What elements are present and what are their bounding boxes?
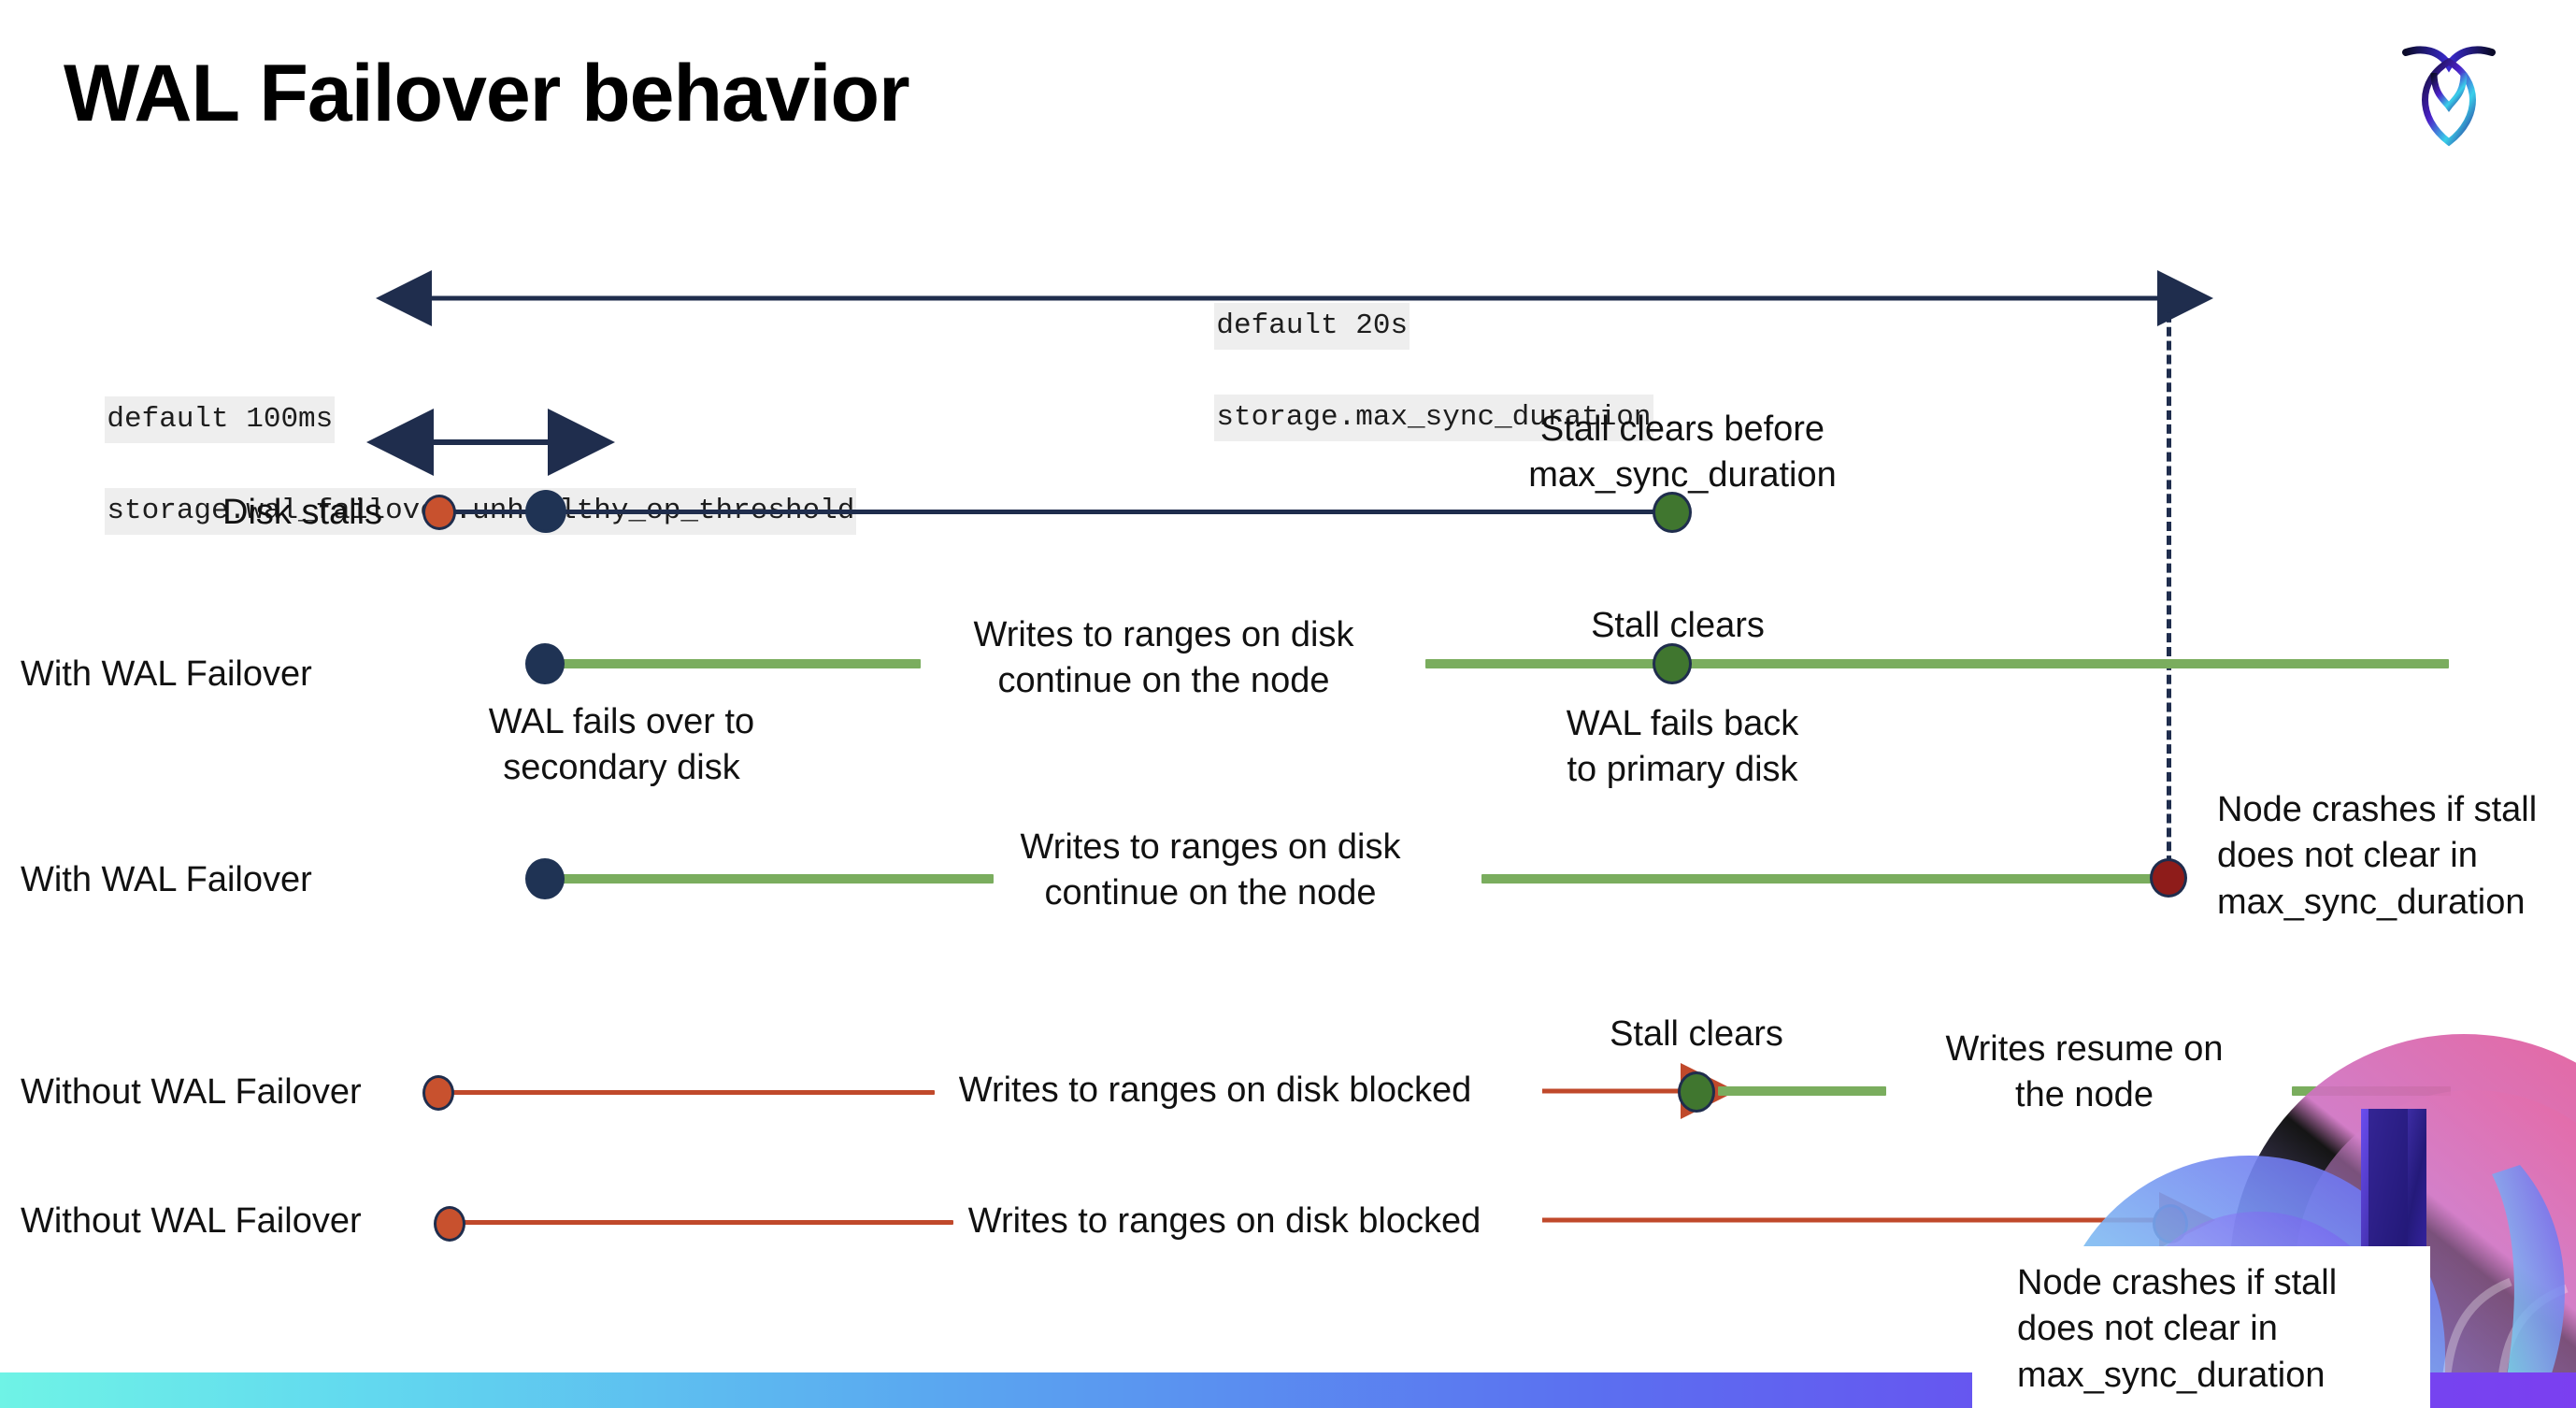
with-failover-2-node-crash-dot [2150, 858, 2187, 898]
unhealthy-op-threshold-span-arrow [366, 409, 615, 476]
with-failover-1-stall-clear-dot [1653, 643, 1692, 684]
note-wal-fails-back: WAL fails back to primary disk [1566, 704, 1799, 790]
with-failover-1-segment-a [547, 659, 921, 668]
without-failover-1-resume-segment-a [1718, 1086, 1886, 1096]
row-label-without-wal-failover-1: Without WAL Failover [21, 1072, 362, 1112]
with-failover-2-segment-b [1481, 874, 2173, 884]
with-failover-1-segment-b [1425, 659, 2449, 668]
disk-stall-start-dot [422, 495, 456, 530]
max-sync-setting-label: storage.max_sync_duration [1214, 395, 1653, 442]
without-failover-2-blocked-line-a [449, 1220, 953, 1225]
note-writes-resume: Writes resume on the node [1945, 1029, 2224, 1115]
without-failover-1-resume-segment-b [2292, 1086, 2451, 1096]
note-stall-clears-before-max-sync: Stall clears before max_sync_duration [1528, 409, 1837, 496]
without-failover-2-blocked-arrow [1542, 1192, 2215, 1248]
max-sync-duration-annotation: default 20s storage.max_sync_duration [1145, 258, 1653, 486]
max-sync-default-label: default 20s [1214, 303, 1410, 351]
note-wal-fails-over: WAL fails over to secondary disk [488, 702, 755, 788]
note-node-crashes-1: Node crashes if stall does not clear in … [2217, 790, 2538, 922]
with-failover-1-start-dot [525, 643, 565, 684]
unhealthy-op-threshold-annotation: default 100ms storage.wal_failover.unhea… [36, 352, 857, 580]
note-stall-clears-2: Stall clears [1610, 1014, 1783, 1054]
without-failover-1-stall-clear-dot [1678, 1071, 1715, 1113]
with-failover-2-start-dot [525, 858, 565, 899]
without-failover-1-blocked-line-a [437, 1090, 935, 1095]
row-label-without-wal-failover-2: Without WAL Failover [21, 1201, 362, 1241]
max-sync-duration-span-arrow [376, 270, 2213, 326]
without-failover-2-node-crash-dot [2153, 1204, 2188, 1243]
disk-stall-clear-dot [1653, 492, 1692, 533]
page-title: WAL Failover behavior [64, 49, 910, 138]
row-label-disk-stalls: Disk stalls [222, 493, 383, 532]
bottom-bar-note-cutout [1972, 1372, 2430, 1408]
without-failover-2-stall-start-dot [434, 1206, 465, 1242]
without-failover-1-blocked-arrow [1542, 1063, 1737, 1119]
row-label-with-wal-failover-2: With WAL Failover [21, 860, 312, 899]
note-writes-continue-2: Writes to ranges on disk continue on the… [1020, 827, 1401, 913]
unhealthy-default-label: default 100ms [105, 396, 336, 444]
row-label-with-wal-failover-1: With WAL Failover [21, 654, 312, 694]
disk-stalls-timeline [439, 510, 1673, 514]
note-writes-blocked-2: Writes to ranges on disk blocked [967, 1201, 1481, 1241]
max-sync-duration-dropline [2167, 299, 2171, 879]
without-failover-1-stall-start-dot [422, 1075, 454, 1111]
note-writes-blocked-1: Writes to ranges on disk blocked [958, 1070, 1472, 1110]
note-stall-clears-1: Stall clears [1591, 606, 1765, 645]
with-failover-2-segment-a [547, 874, 994, 884]
note-node-crashes-2: Node crashes if stall does not clear in … [2017, 1263, 2338, 1395]
cockroachdb-logo [2393, 28, 2505, 150]
wal-failover-trigger-dot [525, 490, 566, 533]
note-backdrop-panel [1972, 1246, 2430, 1396]
note-writes-continue-1: Writes to ranges on disk continue on the… [973, 615, 1354, 701]
